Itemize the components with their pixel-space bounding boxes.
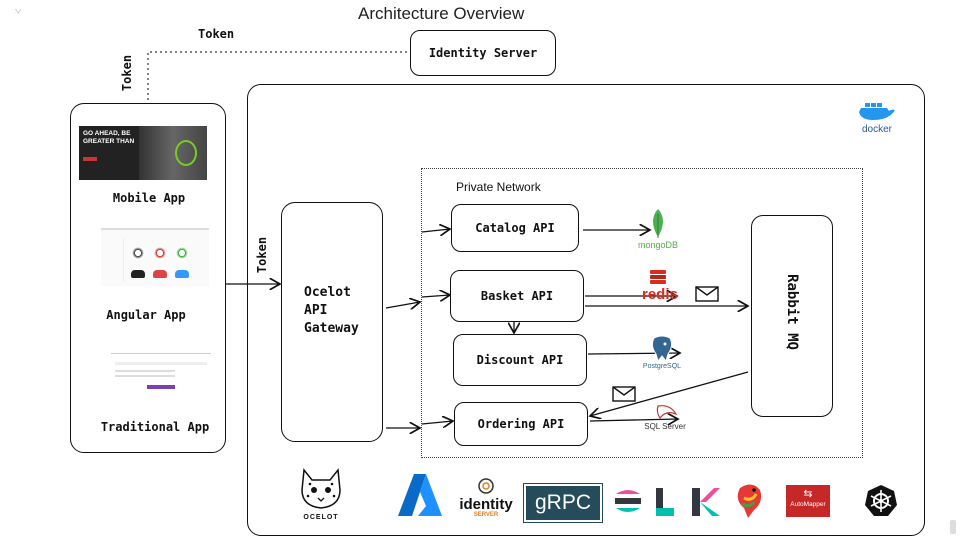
mobile-app-screenshot: GO AHEAD, BE GREATER THAN [79, 126, 207, 180]
elephant-icon [651, 335, 673, 363]
envelope-icon [612, 386, 636, 402]
sqlserver-logo: SQL Server [642, 402, 688, 436]
docker-logo: docker [855, 100, 899, 135]
chevron-down-icon[interactable]: ⌄ [14, 0, 23, 16]
docker-label: docker [861, 124, 892, 135]
gateway-line-3: Gateway [304, 321, 359, 336]
automapper-logo: ⇆ AutoMapper [786, 485, 830, 517]
identity-logo-text: identity [459, 496, 513, 513]
rabbit-mq-label: Rabbit MQ [784, 274, 800, 350]
identity-server-label: Identity Server [428, 46, 538, 60]
ball-icon [153, 246, 167, 260]
automapper-label: AutoMapper [790, 501, 826, 508]
kubernetes-logo [865, 485, 897, 516]
private-network-boundary [421, 168, 863, 458]
checkout-button [147, 385, 175, 389]
catalog-api-label: Catalog API [475, 221, 555, 235]
discount-api-box[interactable]: Discount API [453, 334, 587, 386]
ball-icon [175, 246, 189, 260]
automapper-arrows-icon: ⇆ [803, 488, 813, 500]
table-row [115, 362, 207, 365]
identity-logo-subtext: SERVER [473, 512, 499, 518]
identity-fingerprint-icon [478, 478, 494, 494]
traditional-app-screenshot [111, 353, 211, 394]
tennis-racket-shape [175, 140, 197, 166]
identity-server-logo: identity SERVER [456, 478, 516, 518]
docker-host-frame [247, 84, 925, 536]
ocelot-logo: OCELOT [298, 466, 344, 521]
gateway-line-2: API [304, 303, 328, 318]
polly-parrot-logo [737, 484, 762, 518]
ocelot-cat-icon [301, 468, 341, 509]
token-label-left: Token [120, 54, 134, 92]
shoe-icon [131, 270, 145, 278]
angular-app-label: Angular App [106, 308, 186, 322]
identity-server-box[interactable]: Identity Server [410, 30, 556, 76]
ocelot-logo-label: OCELOT [303, 514, 339, 521]
banner-button [83, 157, 97, 161]
shoe-icon [153, 270, 167, 278]
basket-api-label: Basket API [480, 289, 554, 303]
ordering-api-label: Ordering API [477, 417, 565, 431]
elk-stack-logo [615, 488, 720, 516]
table-row [115, 375, 175, 377]
whale-icon [859, 103, 895, 120]
envelope-icon [695, 286, 719, 302]
basket-api-box[interactable]: Basket API [450, 270, 584, 322]
private-network-label: Private Network [456, 180, 541, 194]
catalog-api-box[interactable]: Catalog API [451, 204, 579, 252]
gateway-line-1: Ocelot [304, 285, 351, 300]
page-marker-icon [950, 520, 956, 534]
ocelot-gateway-box[interactable]: Ocelot API Gateway [281, 202, 383, 442]
postgresql-label: PostgreSQL [642, 363, 682, 370]
grpc-logo: gRPC [523, 483, 603, 523]
table-row [115, 370, 175, 372]
rabbit-mq-box[interactable]: Rabbit MQ [751, 215, 833, 417]
angular-app-screenshot [101, 228, 209, 286]
client-apps-frame: GO AHEAD, BE GREATER THAN Mobile App Ang… [70, 103, 226, 453]
discount-api-label: Discount API [476, 353, 564, 367]
redis-label: redis [642, 286, 678, 303]
banner-text-2: GREATER THAN [83, 138, 135, 145]
ball-icon [131, 246, 145, 260]
azure-logo [398, 474, 442, 516]
banner-text-1: GO AHEAD, BE [83, 130, 131, 137]
mobile-app-label: Mobile App [112, 191, 186, 205]
postgresql-logo: PostgreSQL [640, 334, 684, 370]
mongodb-logo: mongoDB [636, 208, 680, 250]
mongodb-label: mongoDB [637, 240, 679, 250]
token-label-top: Token [198, 27, 235, 41]
shoe-icon [175, 270, 189, 278]
redis-logo: redis [640, 268, 680, 304]
angular-sidebar [103, 238, 124, 282]
leaf-icon [653, 209, 663, 238]
ordering-api-box[interactable]: Ordering API [454, 402, 588, 446]
diagram-title: Architecture Overview [358, 4, 525, 23]
sqlserver-icon [656, 405, 678, 420]
sqlserver-label: SQL Server [644, 422, 686, 431]
traditional-app-label: Traditional App [100, 420, 210, 434]
redis-cube-icon [650, 270, 666, 284]
grpc-logo-text: gRPC [534, 491, 592, 514]
